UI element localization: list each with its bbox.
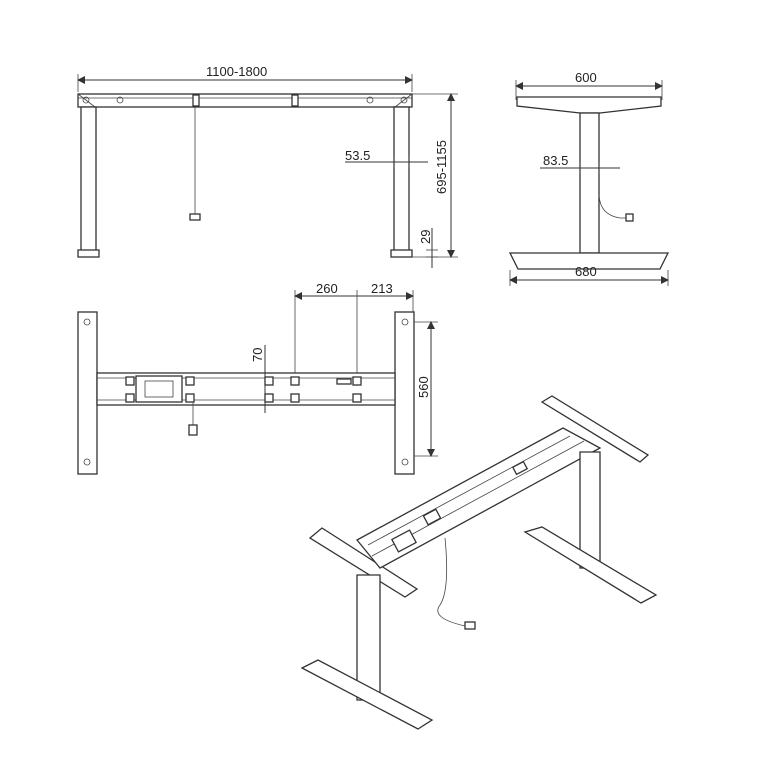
dim-label-side-foot-width: 680 bbox=[575, 264, 597, 279]
iso-back-foot bbox=[523, 526, 658, 604]
iso-plug bbox=[464, 621, 476, 630]
dim-label-top-spacing-b: 213 bbox=[371, 281, 393, 296]
iso-cable bbox=[437, 537, 466, 627]
dim-label-top-beam-gap: 70 bbox=[250, 348, 265, 362]
dim-label-front-leg-offset: 53.5 bbox=[345, 148, 370, 163]
isometric-view bbox=[300, 395, 658, 730]
front-plug bbox=[189, 213, 201, 221]
dim-label-top-depth: 560 bbox=[416, 376, 431, 398]
side-foot bbox=[508, 252, 670, 270]
iso-front-foot bbox=[300, 659, 434, 730]
top-view: 260 213 70 560 bbox=[77, 281, 438, 475]
iso-control-box bbox=[391, 529, 417, 553]
front-left-leg bbox=[80, 106, 97, 253]
dim-label-front-foot-height: 29 bbox=[418, 230, 433, 244]
front-right-leg bbox=[393, 106, 410, 253]
side-leg bbox=[579, 112, 600, 254]
front-view: 1100-1800 695-1155 53.5 29 bbox=[77, 64, 458, 268]
dim-label-side-leg-offset: 83.5 bbox=[543, 153, 568, 168]
side-cable bbox=[598, 194, 628, 219]
top-right-arm bbox=[394, 311, 415, 475]
front-right-foot bbox=[390, 249, 413, 258]
top-plug bbox=[188, 424, 198, 436]
iso-back-top-arm bbox=[540, 395, 650, 463]
side-plug bbox=[625, 213, 634, 222]
dim-label-side-top-width: 600 bbox=[575, 70, 597, 85]
front-left-foot bbox=[77, 249, 100, 258]
side-view: 600 83.5 680 bbox=[508, 70, 670, 286]
dim-label-front-width: 1100-1800 bbox=[206, 64, 267, 79]
top-left-arm bbox=[77, 311, 98, 475]
iso-back-leg bbox=[579, 451, 601, 569]
dim-label-top-spacing-a: 260 bbox=[316, 281, 338, 296]
top-control-box bbox=[135, 375, 183, 403]
front-top-beam bbox=[77, 93, 413, 108]
side-top-arm bbox=[516, 96, 662, 114]
dim-label-front-height: 695-1155 bbox=[434, 140, 449, 194]
iso-front-leg bbox=[356, 574, 381, 701]
